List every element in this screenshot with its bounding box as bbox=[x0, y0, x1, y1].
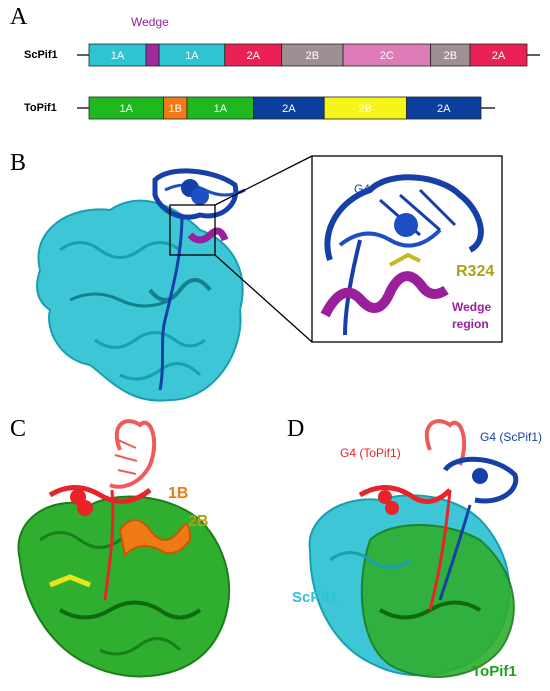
wedge-label: Wedge bbox=[131, 15, 169, 29]
panel-letter-c: C bbox=[10, 416, 27, 442]
zoom-connector bbox=[214, 254, 313, 343]
label-2b: 2B bbox=[188, 513, 208, 530]
label-g4-topif1: G4 (ToPif1) bbox=[340, 446, 401, 460]
g4-ion-sphere bbox=[191, 187, 209, 205]
domain-segment-label: 1A bbox=[185, 50, 199, 62]
domain-segment-label: 2A bbox=[282, 103, 296, 115]
label-g4-scpif1: G4 (ScPif1) bbox=[480, 430, 542, 444]
domain-segment-label: 1A bbox=[111, 50, 125, 62]
domain-segment bbox=[469, 43, 528, 67]
g4-ion-sphere bbox=[394, 213, 418, 237]
zoom-inset: G4 R324 Wedge region bbox=[311, 155, 503, 343]
domain-segment-label: 1A bbox=[120, 103, 134, 115]
g4-ion-sphere bbox=[472, 468, 488, 484]
domain-segment-label: 2B bbox=[444, 50, 457, 62]
domain-segment-label: 2C bbox=[380, 50, 394, 62]
wedge-region-label-line2: region bbox=[452, 317, 489, 331]
domain-segment-label: 2B bbox=[359, 103, 372, 115]
topif1-row-label: ToPif1 bbox=[24, 102, 57, 114]
g4-ion-sphere bbox=[77, 500, 93, 516]
domain-1b-structure bbox=[118, 519, 192, 558]
g4-ion-sphere bbox=[378, 490, 392, 504]
panel-letter-b: B bbox=[10, 150, 27, 176]
label-scpif1: ScPif1 bbox=[292, 589, 338, 606]
scpif1-structure bbox=[36, 199, 244, 402]
domain-segment-label: 2A bbox=[247, 50, 261, 62]
panel-c-figure: 1B 2B bbox=[17, 419, 231, 678]
domain-segment-label: 1B bbox=[169, 103, 182, 115]
domain-segment-label: 2A bbox=[492, 50, 506, 62]
dna-g4-structure bbox=[48, 419, 157, 601]
topif1-row: ToPif1 1A 1B 1A 2A 2B 2A bbox=[24, 96, 495, 120]
dna-g4-superposition bbox=[358, 419, 519, 611]
domain-segment-label: 2B bbox=[306, 50, 319, 62]
g4-ion-sphere bbox=[385, 501, 399, 515]
scpif1-row-label: ScPif1 bbox=[24, 49, 58, 61]
wedge-region-label-line1: Wedge bbox=[452, 300, 491, 314]
panel-letter-a: A bbox=[10, 4, 28, 30]
panel-letter-d: D bbox=[287, 416, 305, 442]
zoom-connector bbox=[214, 155, 313, 206]
scpif1-row: ScPif1 1A 1A 2A 2B 2C 2B 2A bbox=[24, 43, 540, 67]
label-1b: 1B bbox=[168, 485, 188, 502]
domain-segment-label: 2A bbox=[437, 103, 451, 115]
label-topif1: ToPif1 bbox=[472, 663, 517, 680]
g4-label: G4 bbox=[354, 182, 370, 196]
domain-segment bbox=[145, 43, 160, 67]
domain-map-figure: Wedge ScPif1 1A 1A 2A 2B 2C 2B 2A ToPif1 1A 1B 1… bbox=[24, 15, 540, 120]
panel-d-figure: G4 (ToPif1) G4 (ScPif1) ScPif1 ToPif1 bbox=[292, 419, 542, 680]
panel-b-figure: G4 R324 Wedge region bbox=[36, 155, 503, 402]
domain-segment-label: 1A bbox=[214, 103, 228, 115]
residue-label: R324 bbox=[456, 263, 494, 280]
zoom-selection-box bbox=[169, 204, 216, 256]
domain-segment bbox=[406, 96, 482, 120]
